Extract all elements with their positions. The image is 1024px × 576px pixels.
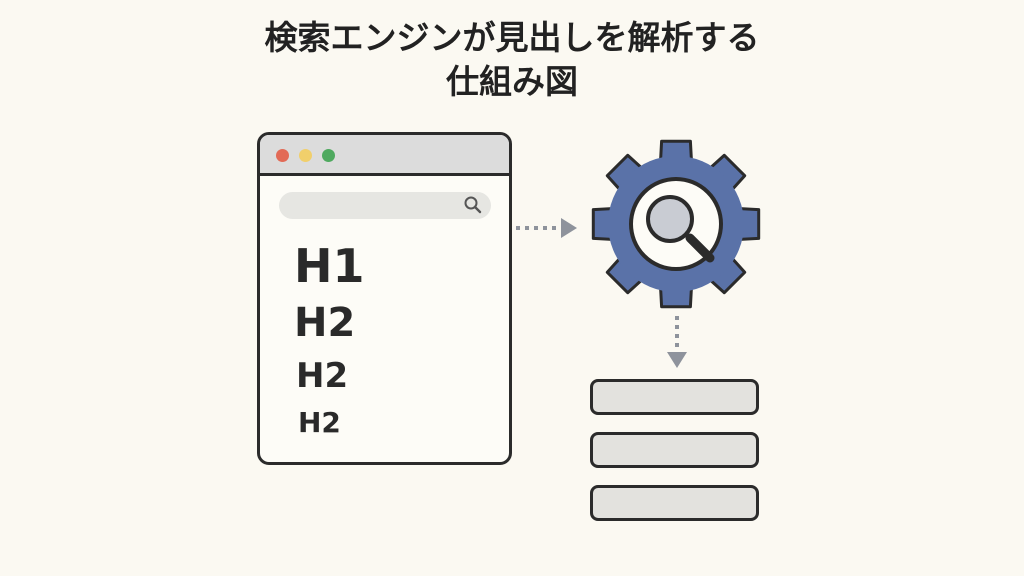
title-line-1: 検索エンジンが見出しを解析する [264,18,760,57]
browser-window: H1 H2 H2 H2 [257,132,512,465]
browser-titlebar [260,135,509,176]
heading-h2-3: H2 [298,406,341,439]
search-icon [464,196,482,214]
database-row [590,432,759,468]
heading-h1: H1 [294,239,365,293]
heading-h2-1: H2 [294,300,356,346]
title-line-2: 仕組み図 [446,62,578,101]
database-row [590,485,759,521]
maximize-dot-icon [322,149,335,162]
close-dot-icon [276,149,289,162]
search-bar [279,192,491,219]
arrow-right-icon [516,218,577,238]
arrow-down-icon [667,316,687,368]
database-row [590,379,759,415]
page-title: 検索エンジンが見出しを解析する 仕組み図 [0,16,1024,104]
heading-h2-2: H2 [296,356,349,396]
gear-magnifier-icon [591,139,761,309]
minimize-dot-icon [299,149,312,162]
